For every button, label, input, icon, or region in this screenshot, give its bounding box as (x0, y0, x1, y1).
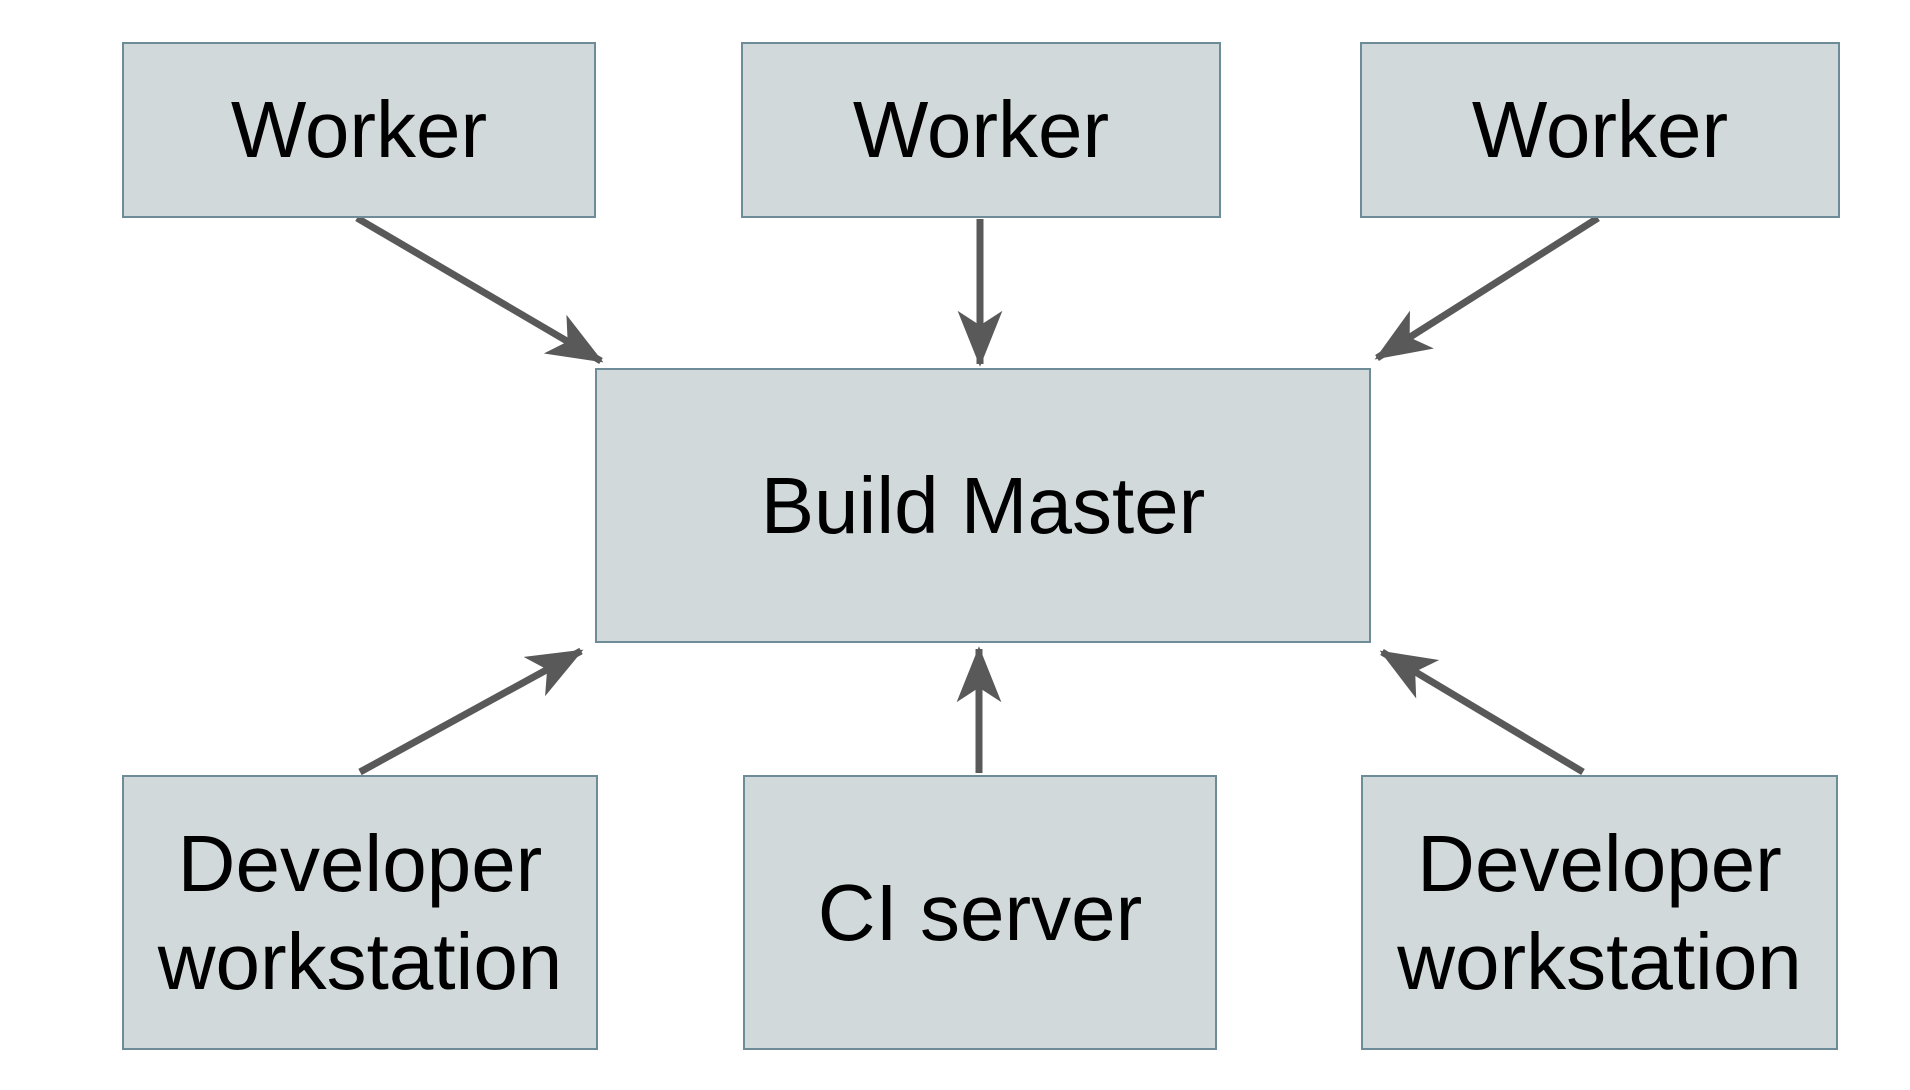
edge-worker1-to-buildmaster (355, 214, 604, 365)
node-worker-1-label: Worker (230, 85, 488, 175)
node-build-master-label: Build Master (760, 460, 1206, 550)
node-ci-server: CI server (743, 775, 1217, 1050)
node-worker-1: Worker (122, 42, 596, 218)
node-worker-2-label: Worker (852, 85, 1110, 175)
node-developer-workstation-right: Developer workstation (1361, 775, 1838, 1050)
node-developer-workstation-left-label: Developer workstation (157, 818, 563, 1006)
node-ci-server-label: CI server (817, 867, 1143, 957)
edge-devleft-to-buildmaster (358, 647, 584, 776)
node-developer-workstation-left: Developer workstation (122, 775, 598, 1050)
edge-devright-to-buildmaster (1379, 648, 1585, 776)
edge-worker3-to-buildmaster (1374, 215, 1600, 361)
node-worker-2: Worker (741, 42, 1221, 218)
node-build-master: Build Master (595, 368, 1371, 643)
node-worker-3: Worker (1360, 42, 1840, 218)
node-worker-3-label: Worker (1471, 85, 1729, 175)
node-developer-workstation-right-label: Developer workstation (1397, 818, 1802, 1006)
